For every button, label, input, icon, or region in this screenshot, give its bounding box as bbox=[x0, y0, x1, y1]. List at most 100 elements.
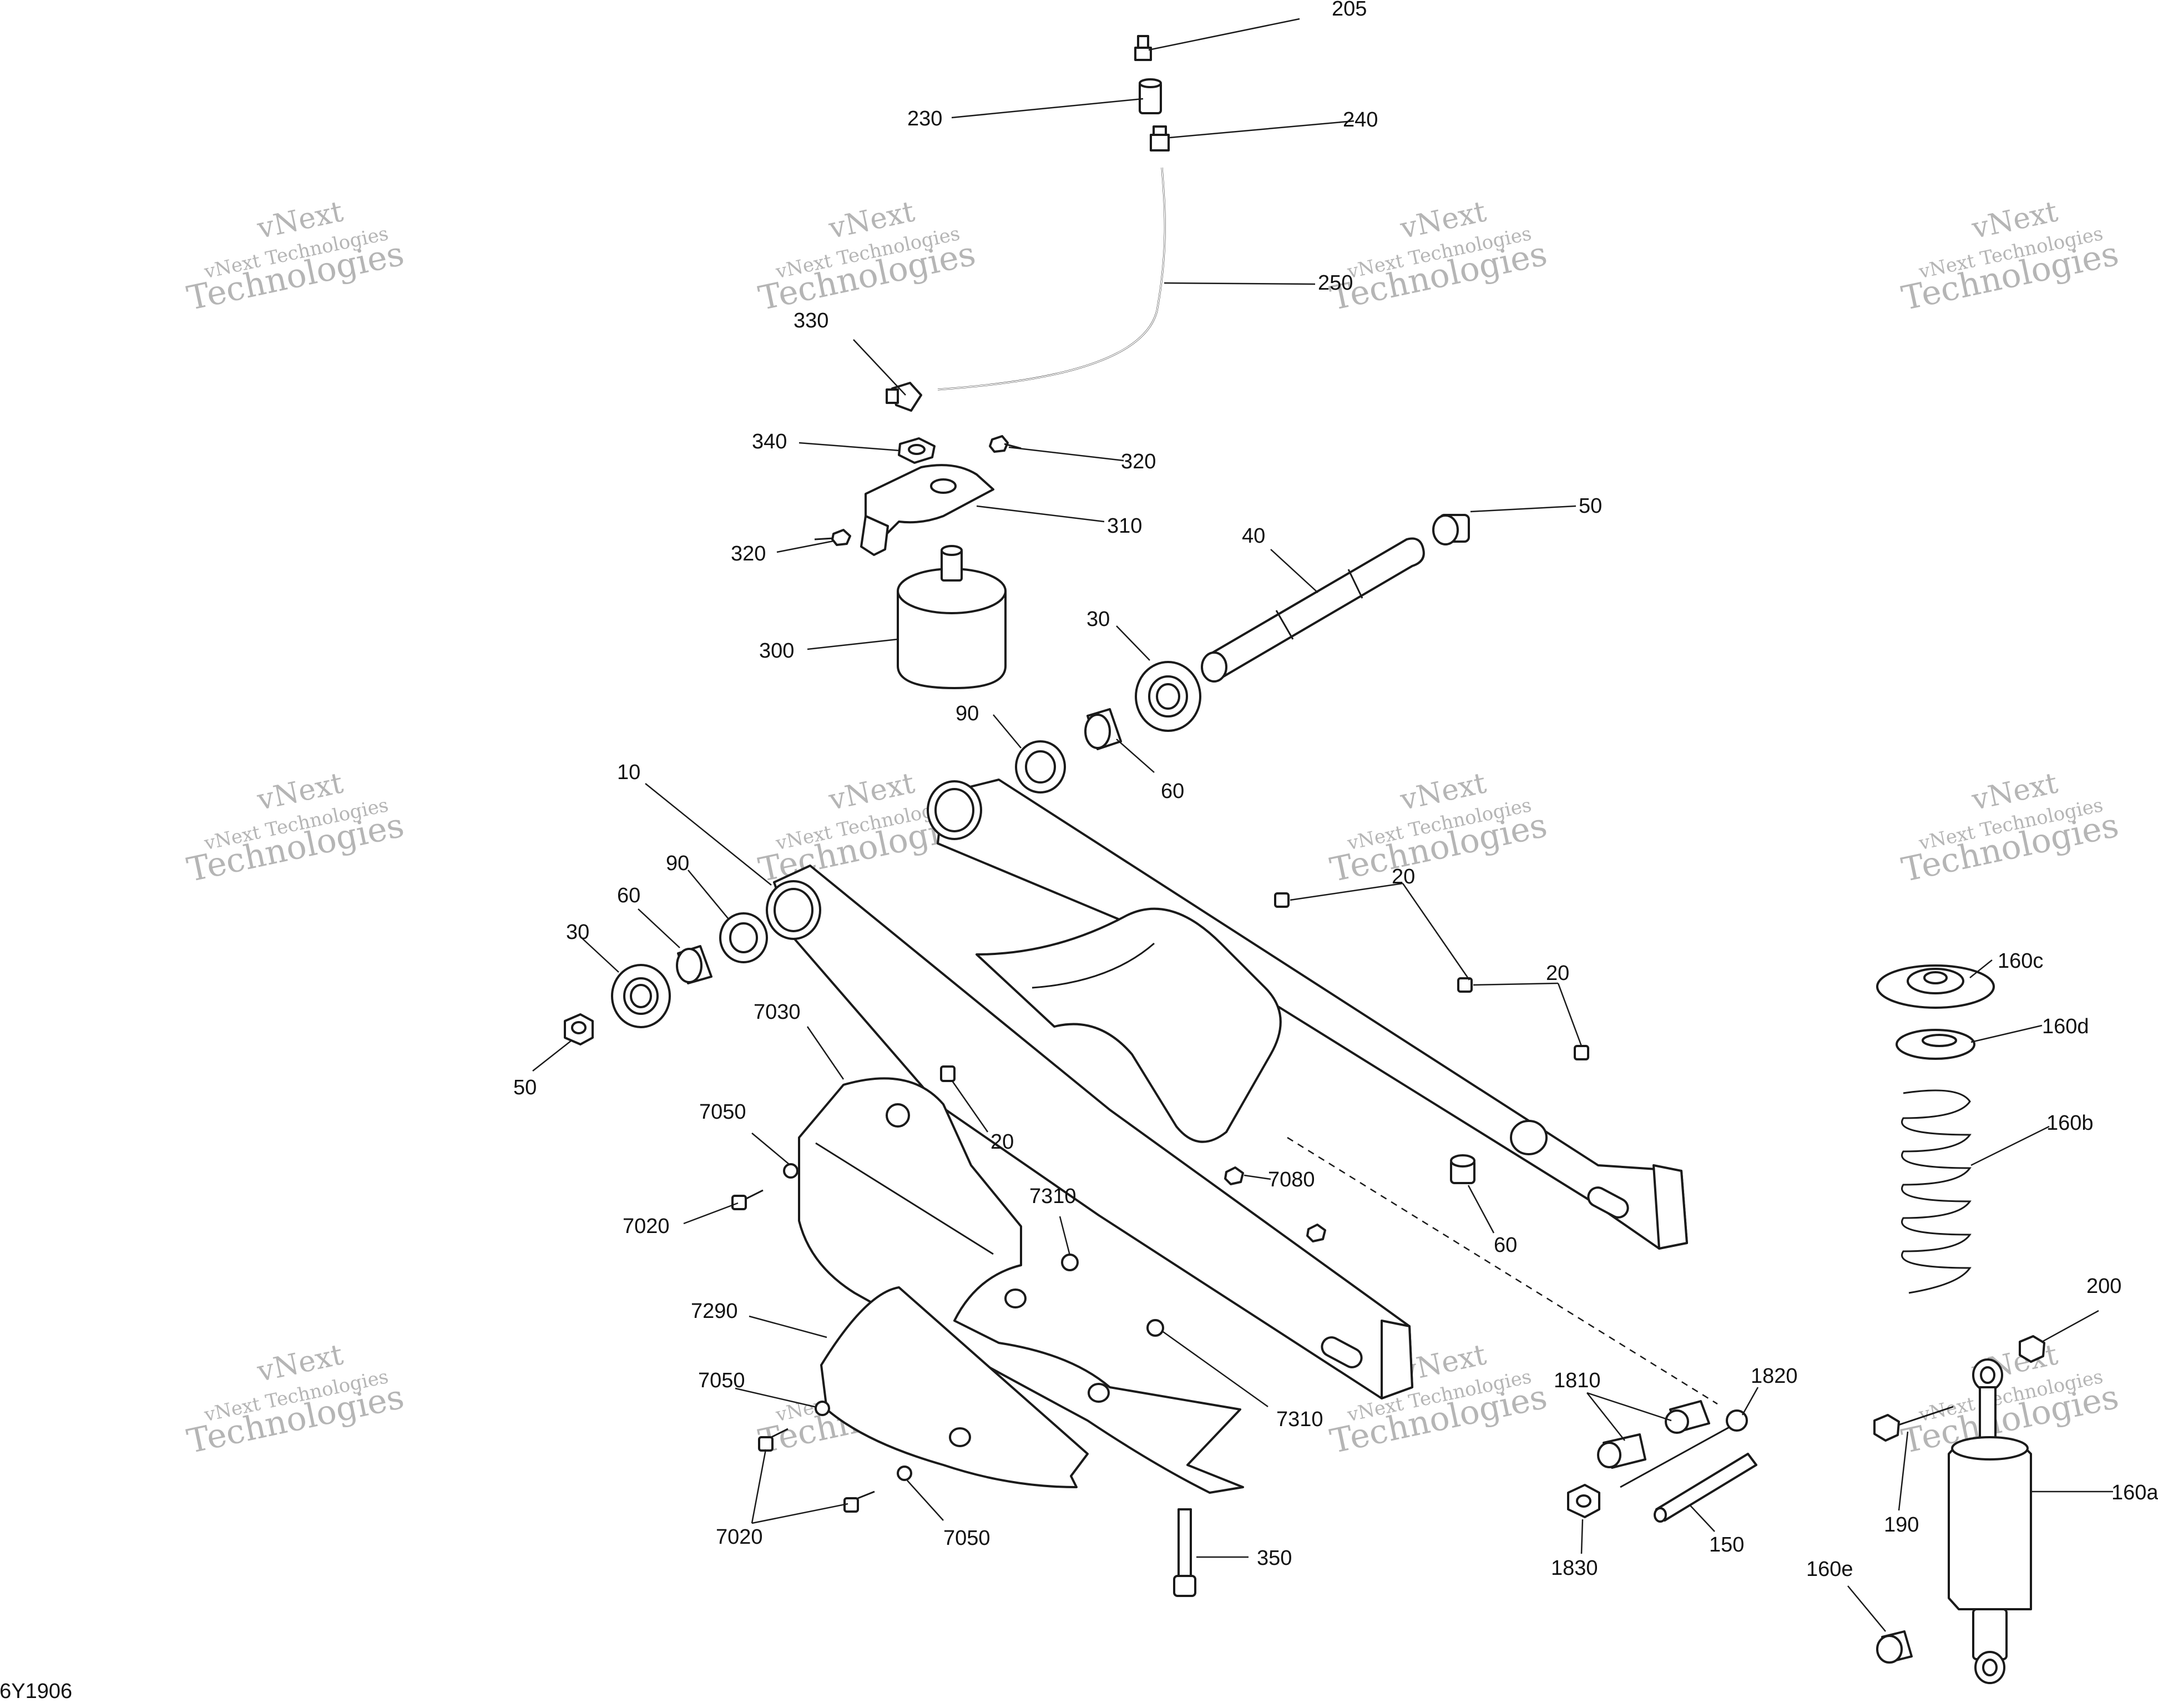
callout-label: 330 bbox=[794, 309, 828, 332]
part-160b-spring[interactable] bbox=[1901, 1089, 1972, 1294]
part-30-bearing-right[interactable] bbox=[1135, 661, 1201, 732]
callout-label: 7030 bbox=[754, 1000, 801, 1024]
callout-label: 200 bbox=[2086, 1275, 2121, 1298]
part-20-plug-4[interactable] bbox=[940, 1065, 956, 1082]
part-205-grease-fitting[interactable] bbox=[1134, 35, 1152, 61]
part-330-elbow-fitting[interactable] bbox=[886, 382, 922, 412]
part-1810-bushing-1[interactable] bbox=[1665, 1400, 1710, 1434]
callout-label: 10 bbox=[617, 761, 640, 784]
part-7310-nut-2[interactable] bbox=[1146, 1319, 1164, 1337]
callout-label: 230 bbox=[907, 107, 942, 130]
part-50-axle-nut-left[interactable] bbox=[564, 1013, 594, 1045]
callout-label: 160a bbox=[2111, 1481, 2158, 1504]
callout-label: 320 bbox=[1121, 450, 1156, 473]
callout-label: 20 bbox=[1392, 865, 1415, 888]
watermark: vNext vNext Technologies Technologies bbox=[184, 1338, 407, 1461]
part-160e-bushing[interactable] bbox=[1876, 1630, 1913, 1664]
part-7080-nut-1[interactable] bbox=[1224, 1166, 1244, 1185]
callout-label: 190 bbox=[1884, 1513, 1919, 1537]
part-50-axle-nut-right[interactable] bbox=[1432, 514, 1470, 545]
callout-label: 7310 bbox=[1029, 1185, 1077, 1208]
part-7290-lower-guard[interactable] bbox=[820, 1286, 1089, 1488]
callout-label: 340 bbox=[752, 430, 787, 453]
part-350-bolt[interactable] bbox=[1173, 1508, 1196, 1597]
part-7020-bolt-1[interactable] bbox=[731, 1189, 764, 1210]
part-7080-nut-2[interactable] bbox=[1306, 1224, 1326, 1242]
callout-label: 320 bbox=[731, 542, 766, 565]
callout-labels: 205 230 240 250 330 340 320 310 320 300 … bbox=[513, 0, 2158, 1581]
callout-label: 1820 bbox=[1751, 1365, 1798, 1388]
part-60-bushing-lower[interactable] bbox=[1450, 1154, 1475, 1184]
callout-label: 40 bbox=[1242, 524, 1265, 548]
callout-label: 90 bbox=[956, 702, 979, 725]
part-1830-nut[interactable] bbox=[1567, 1484, 1600, 1518]
callout-label: 7310 bbox=[1276, 1408, 1323, 1431]
watermark: vNext vNext Technologies Technologies bbox=[1327, 195, 1550, 318]
part-20-plug-1[interactable] bbox=[1274, 892, 1290, 908]
callout-label: 20 bbox=[990, 1130, 1014, 1154]
part-10-swing-arm[interactable] bbox=[766, 779, 1688, 1399]
callout-label: 50 bbox=[1579, 494, 1602, 518]
part-20-plug-3[interactable] bbox=[1574, 1045, 1589, 1060]
callout-label: 7290 bbox=[691, 1300, 738, 1323]
callout-label: 160e bbox=[1806, 1558, 1853, 1581]
watermark: vNext vNext Technologies Technologies bbox=[1327, 766, 1550, 890]
part-230-adapter[interactable] bbox=[1139, 78, 1162, 114]
callout-label: 300 bbox=[759, 639, 794, 663]
part-250-hose[interactable] bbox=[937, 167, 1166, 391]
callout-label: 50 bbox=[513, 1076, 537, 1099]
watermark: vNext vNext Technologies Technologies bbox=[755, 195, 979, 318]
callout-label: 7080 bbox=[1268, 1168, 1315, 1191]
part-7050-washer-1[interactable] bbox=[783, 1163, 798, 1179]
part-240-fitting[interactable] bbox=[1150, 125, 1170, 151]
callout-label: 240 bbox=[1343, 108, 1378, 132]
part-160c-spring-seat-upper[interactable] bbox=[1876, 964, 1995, 1009]
callout-label: 1810 bbox=[1554, 1369, 1601, 1392]
part-320-screw[interactable] bbox=[989, 435, 1022, 453]
part-7030-chain-guard[interactable] bbox=[798, 1077, 1244, 1494]
part-40-pivot-shaft[interactable] bbox=[1201, 537, 1425, 683]
part-60-bushing-right[interactable] bbox=[1084, 708, 1122, 750]
callout-label: 30 bbox=[1086, 608, 1110, 631]
callout-label: 160b bbox=[2046, 1111, 2094, 1135]
callout-label: 30 bbox=[566, 921, 589, 944]
part-300-reservoir[interactable] bbox=[897, 545, 1007, 689]
part-160d-retainer-clip[interactable] bbox=[1896, 1029, 1975, 1060]
part-1810-bushing-2[interactable] bbox=[1597, 1433, 1646, 1469]
part-1820-bolt[interactable] bbox=[1620, 1409, 1748, 1488]
part-60-bushing-left[interactable] bbox=[676, 945, 712, 984]
part-90-spacer-right[interactable] bbox=[1015, 740, 1066, 794]
part-30-bearing-left[interactable] bbox=[611, 964, 671, 1028]
part-320-screw-lower[interactable] bbox=[814, 529, 851, 546]
assembly-line bbox=[1287, 1136, 1718, 1405]
callout-label: 60 bbox=[1161, 780, 1184, 803]
part-7020-bolt-3[interactable] bbox=[843, 1490, 875, 1513]
callout-label: 20 bbox=[1546, 962, 1569, 985]
callout-label: 60 bbox=[1494, 1234, 1517, 1257]
watermark: vNext vNext Technologies Technologies bbox=[1898, 195, 2122, 318]
part-150-sleeve[interactable] bbox=[1654, 1453, 1757, 1523]
part-90-spacer-left[interactable] bbox=[719, 912, 768, 963]
callout-label: 1830 bbox=[1551, 1557, 1598, 1580]
watermark: vNext vNext Technologies Technologies bbox=[184, 195, 407, 318]
part-20-plug-2[interactable] bbox=[1457, 977, 1473, 993]
part-340-nut[interactable] bbox=[898, 437, 936, 464]
part-200-nut[interactable] bbox=[2019, 1335, 2045, 1363]
part-7050-washer-3[interactable] bbox=[897, 1466, 912, 1481]
part-310-bracket[interactable] bbox=[860, 464, 994, 556]
callout-label: 7050 bbox=[943, 1527, 990, 1550]
callout-label: 7020 bbox=[623, 1215, 670, 1238]
watermark: vNext vNext Technologies Technologies bbox=[184, 766, 407, 890]
callout-label: 160d bbox=[2042, 1015, 2089, 1038]
part-7050-washer-2[interactable] bbox=[815, 1401, 830, 1416]
leader-lines bbox=[532, 18, 2113, 1632]
drawing-reference-number: 26Y1906 bbox=[0, 1680, 72, 1703]
watermark: vNext vNext Technologies Technologies bbox=[1898, 766, 2122, 890]
watermarks: vNext vNext Technologies Technologies vN… bbox=[184, 195, 2122, 1461]
callout-label: 350 bbox=[1257, 1547, 1292, 1570]
parts bbox=[564, 35, 2045, 1684]
part-190-bolt[interactable] bbox=[1873, 1406, 1954, 1442]
part-160a-shock-absorber[interactable] bbox=[1948, 1358, 2032, 1684]
part-7310-nut-1[interactable] bbox=[1061, 1254, 1079, 1271]
